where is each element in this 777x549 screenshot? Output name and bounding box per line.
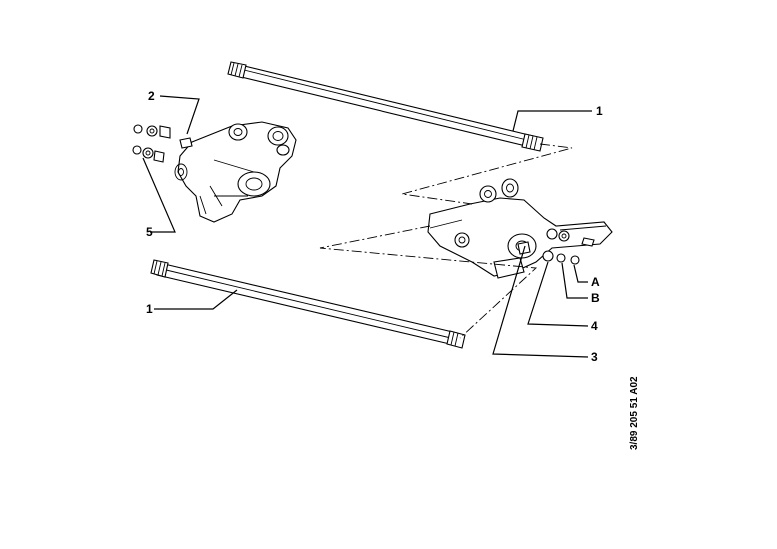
callout-a: A bbox=[591, 275, 600, 289]
right-bracket-assembly bbox=[427, 178, 613, 279]
leader-lines bbox=[142, 95, 592, 358]
left-bracket-assembly bbox=[132, 121, 297, 223]
phantom-outline-upper bbox=[401, 143, 573, 205]
callout-1-top: 1 bbox=[596, 104, 603, 118]
callout-2: 2 bbox=[148, 89, 155, 103]
callout-5: 5 bbox=[146, 225, 153, 239]
phantom-outline-lower bbox=[319, 225, 538, 339]
callout-4: 4 bbox=[591, 319, 598, 333]
reference-code: 3/89 205 51 A02 bbox=[629, 376, 640, 450]
callout-3: 3 bbox=[591, 350, 598, 364]
torsion-rod-bottom bbox=[150, 259, 466, 349]
callout-b: B bbox=[591, 291, 600, 305]
callout-1-bottom: 1 bbox=[146, 302, 153, 316]
torsion-rod-top bbox=[227, 61, 544, 152]
